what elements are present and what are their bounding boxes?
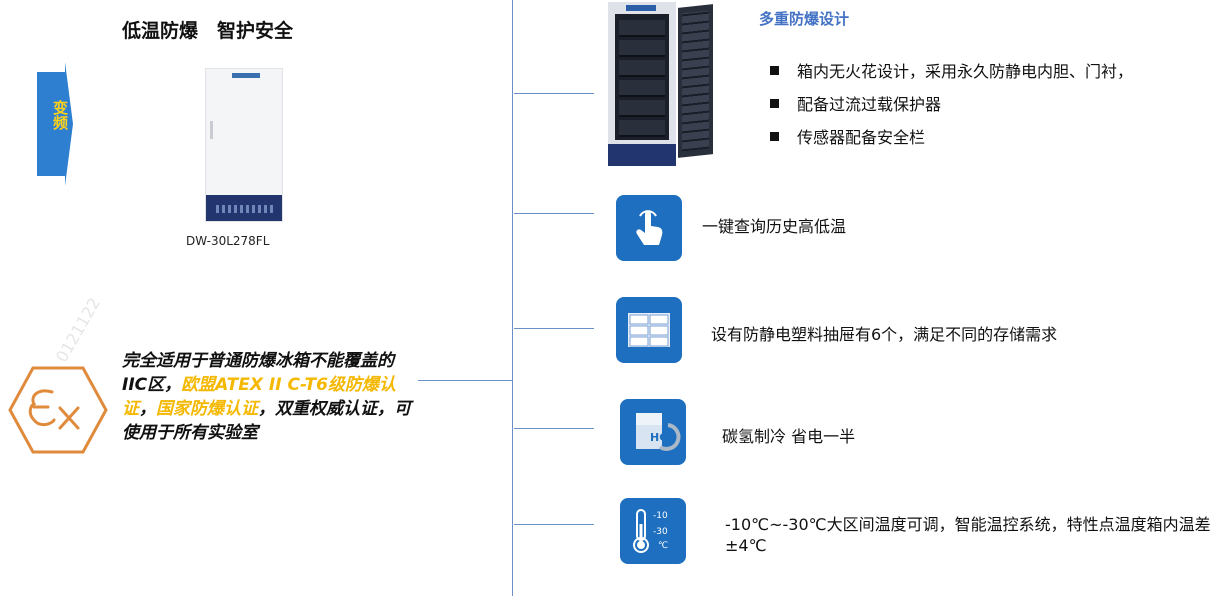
icon-label: -10 <box>653 511 668 521</box>
bullet-text: 配备过流过载保护器 <box>797 95 942 114</box>
watermark: 0121122 <box>52 294 105 366</box>
connector-line <box>418 380 513 381</box>
model-number: DW-30L278FL <box>186 234 270 248</box>
cert-highlight-atex: 欧盟ATEX II C-T6级防爆认证 <box>122 375 396 419</box>
certification-text: 完全适用于普通防爆冰箱不能覆盖的IIC区，欧盟ATEX II C-T6级防爆认证… <box>122 349 412 445</box>
design-title: 多重防爆设计 <box>759 10 850 28</box>
feature-text: 碳氢制冷 省电一半 <box>722 427 856 446</box>
design-bullet: 配备过流过载保护器 <box>770 91 941 115</box>
page-title: 低温防爆 智护安全 <box>122 20 294 42</box>
svg-text:HC: HC <box>650 431 667 444</box>
tag-arrow <box>65 62 73 186</box>
vent-grille <box>216 205 274 213</box>
control-panel <box>232 73 260 78</box>
control-panel <box>626 5 656 11</box>
freezer-body <box>608 2 676 166</box>
connector-line <box>514 93 594 94</box>
connector-line <box>514 524 594 525</box>
drawers-icon <box>616 297 682 363</box>
freezer-door <box>678 4 713 158</box>
design-bullet: 传感器配备安全栏 <box>770 124 925 148</box>
icon-label: ℃ <box>658 541 668 551</box>
feature-tag <box>37 72 65 176</box>
freezer-interior <box>615 14 669 140</box>
cert-text-2: ， <box>139 399 156 419</box>
thermometer-icon: -10 -30 ℃ <box>620 498 686 564</box>
feature-text: 设有防静电塑料抽屉有6个，满足不同的存储需求 <box>711 325 1058 344</box>
door-handle <box>210 121 213 139</box>
bullet-square-icon <box>770 99 779 108</box>
bullet-square-icon <box>770 132 779 141</box>
drawer <box>619 40 665 57</box>
bullet-text: 箱内无火花设计，采用永久防静电内胆、门衬， <box>797 62 1134 81</box>
ex-logo-icon <box>8 366 108 458</box>
open-freezer-image <box>608 2 713 166</box>
drawer <box>619 60 665 77</box>
hc-refrigerant-icon: HC <box>620 399 686 465</box>
connector-line <box>514 213 594 214</box>
cert-text-1: 完全适用于普通防爆冰箱不能覆盖的IIC区， <box>122 351 394 395</box>
design-bullet: 箱内无火花设计，采用永久防静电内胆、门衬， <box>770 58 1133 82</box>
door-shelves <box>682 10 709 152</box>
drawer <box>619 80 665 97</box>
freezer-base <box>608 144 676 166</box>
connector-line <box>514 328 594 329</box>
cert-highlight-national: 国家防爆认证 <box>156 399 258 419</box>
drawer <box>619 100 665 117</box>
icon-label: -30 <box>653 527 668 537</box>
timeline-line <box>512 0 513 596</box>
feature-text: 一键查询历史高低温 <box>702 217 847 236</box>
drawer <box>619 120 665 137</box>
touch-icon <box>616 195 682 261</box>
bullet-square-icon <box>770 66 779 75</box>
product-image <box>205 68 283 222</box>
cert-text-3: ，双重权威认证，可使用于所有实验室 <box>122 399 411 443</box>
feature-text: -10℃~-30℃大区间温度可调，智能温控系统，特性点温度箱内温差±4℃ <box>725 515 1211 555</box>
tag-label: 变频 <box>51 100 69 130</box>
drawer <box>619 20 665 37</box>
fridge-base <box>206 195 282 221</box>
bullet-text: 传感器配备安全栏 <box>797 128 926 147</box>
connector-line <box>514 428 594 429</box>
